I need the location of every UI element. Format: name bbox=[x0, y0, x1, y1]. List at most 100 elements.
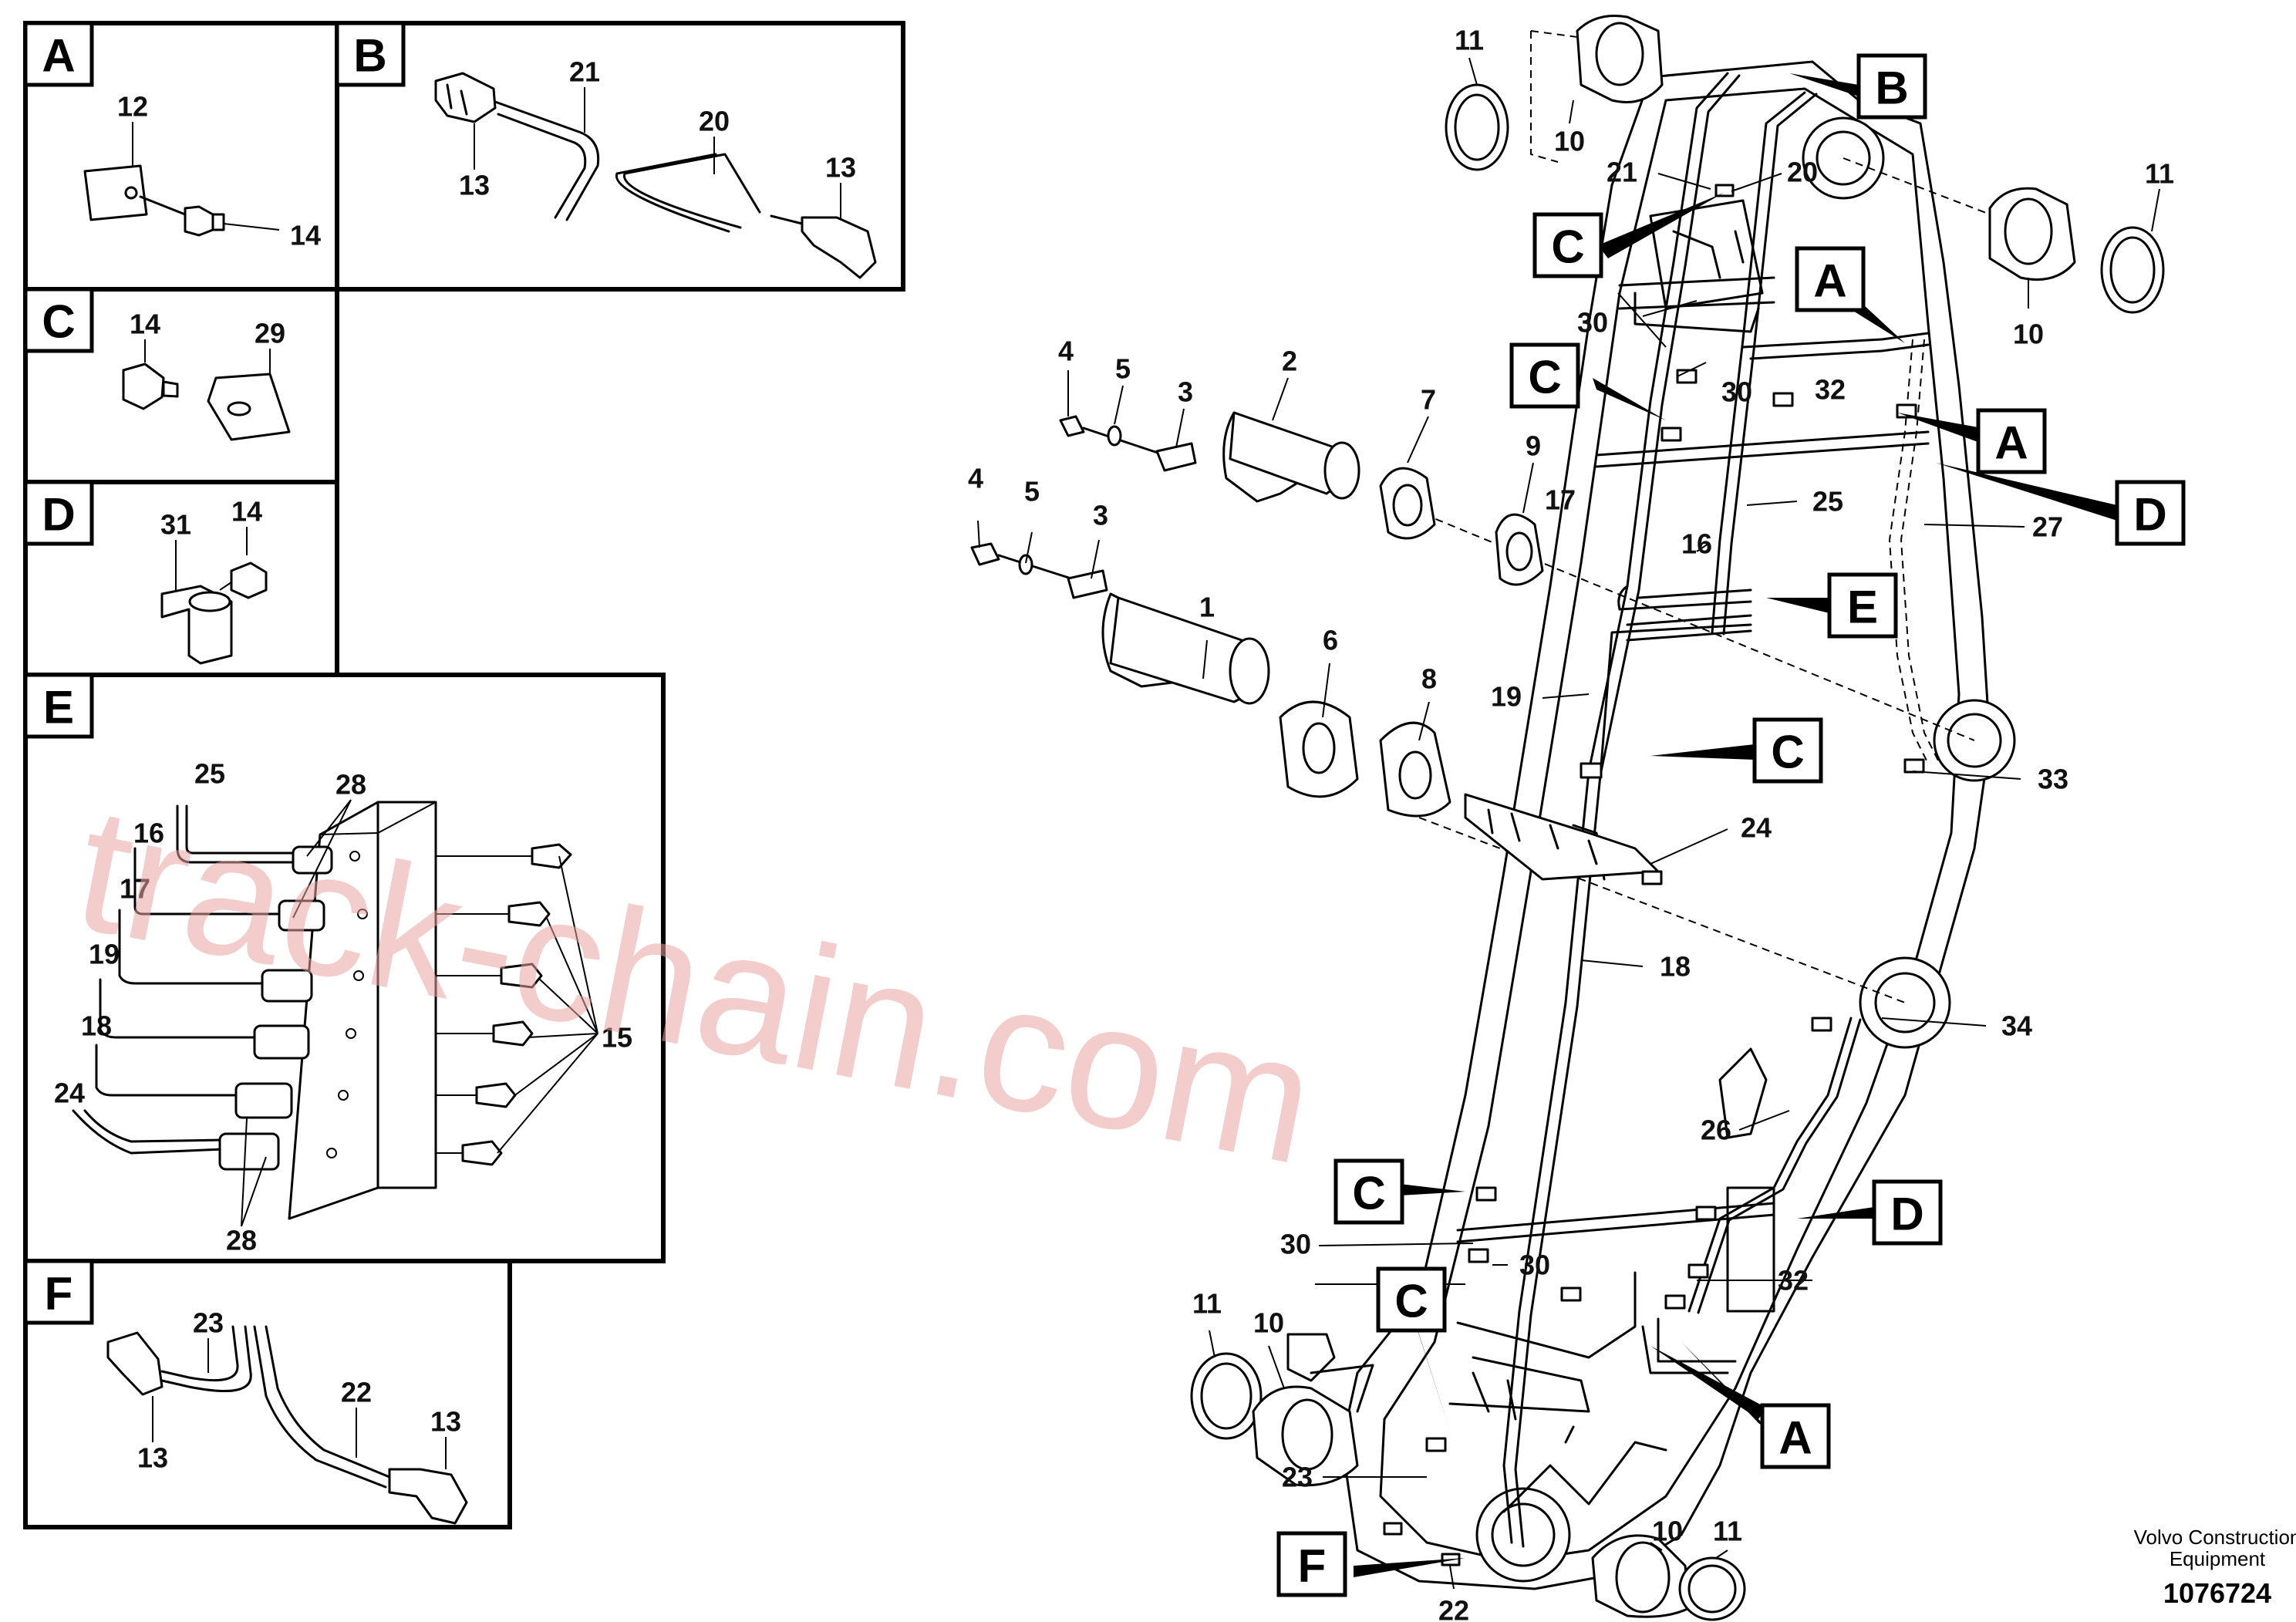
detail-d: D 31 14 bbox=[23, 480, 268, 665]
detail-b: B 21 20 13 13 bbox=[335, 21, 877, 279]
part-label: 27 bbox=[2032, 511, 2063, 543]
part-label: 16 bbox=[133, 818, 164, 849]
fitting-part bbox=[434, 72, 497, 123]
part-label: 10 bbox=[1554, 126, 1585, 157]
part-label: 30 bbox=[1577, 307, 1608, 339]
part-label: 2 bbox=[1282, 346, 1297, 377]
part-label: 30 bbox=[1721, 376, 1752, 408]
callout-tag: D bbox=[1890, 1189, 1923, 1240]
part-label: 14 bbox=[290, 220, 321, 251]
part-label: 29 bbox=[255, 318, 285, 349]
part-label: 10 bbox=[2013, 319, 2044, 350]
part-label: 21 bbox=[1607, 157, 1637, 188]
part-label: 13 bbox=[825, 152, 856, 184]
callout-tag: A bbox=[1994, 417, 2028, 469]
fitting-part bbox=[801, 216, 877, 279]
part-label: 7 bbox=[1421, 384, 1436, 416]
detail-f-tag: F bbox=[45, 1268, 73, 1320]
part-label: 16 bbox=[1681, 528, 1712, 560]
part-label: 34 bbox=[2001, 1010, 2032, 1042]
drawing-number: 1076724 bbox=[2163, 1577, 2271, 1609]
callout-tag: D bbox=[2133, 489, 2166, 541]
washer-8 bbox=[1379, 721, 1451, 818]
part-label: 12 bbox=[117, 91, 148, 123]
part-label: 8 bbox=[1421, 663, 1437, 695]
detail-e-tag: E bbox=[43, 682, 74, 733]
main-callouts: B C A A C D E C C D C A F bbox=[1276, 53, 2186, 1597]
part-label: 32 bbox=[1815, 374, 1846, 406]
part-label: 13 bbox=[459, 170, 490, 201]
detail-a-tag: A bbox=[42, 30, 75, 82]
callout-tag: E bbox=[1847, 582, 1878, 633]
pins-and-washers bbox=[970, 411, 1660, 881]
part-label: 30 bbox=[1280, 1229, 1311, 1260]
part-label: 5 bbox=[1024, 476, 1040, 508]
callout-pointers bbox=[1354, 73, 2117, 1577]
fitting-column bbox=[218, 845, 333, 1171]
part-label: 24 bbox=[1741, 812, 1772, 844]
part-label: 4 bbox=[1058, 336, 1074, 367]
part-label: 24 bbox=[54, 1077, 85, 1109]
plate-part bbox=[83, 164, 148, 221]
callout-tag: C bbox=[1352, 1168, 1385, 1219]
part-label: 6 bbox=[1323, 625, 1338, 656]
assembly-lines bbox=[1411, 30, 2075, 1003]
part-label: 19 bbox=[89, 939, 120, 970]
part-label: 31 bbox=[160, 509, 191, 541]
part-label: 3 bbox=[1093, 500, 1108, 531]
fitting-part bbox=[388, 1468, 468, 1525]
callout-tag: C bbox=[1551, 221, 1584, 273]
part-label: 17 bbox=[1545, 484, 1576, 516]
washer-7 bbox=[1379, 467, 1436, 540]
main-leaders bbox=[977, 57, 2160, 1590]
part-label: 28 bbox=[226, 1225, 257, 1256]
part-label: 13 bbox=[137, 1442, 168, 1474]
part-label: 21 bbox=[569, 56, 600, 88]
part-label: 19 bbox=[1491, 681, 1522, 713]
part-label: 13 bbox=[430, 1406, 461, 1438]
hydraulic-lines bbox=[1502, 72, 1940, 1548]
bolt-part bbox=[184, 205, 214, 237]
washer-9 bbox=[1495, 513, 1544, 586]
part-label: 23 bbox=[1282, 1462, 1313, 1493]
part-label: 14 bbox=[130, 309, 160, 340]
part-label: 30 bbox=[1519, 1249, 1550, 1281]
bushing-10 bbox=[1591, 1534, 1691, 1618]
bushing-10 bbox=[1988, 187, 2076, 281]
part-label: 14 bbox=[231, 496, 262, 528]
callout-tag: C bbox=[1394, 1276, 1428, 1327]
bushing-10 bbox=[1252, 1385, 1359, 1487]
part-label: 11 bbox=[1713, 1516, 1742, 1547]
washer-6 bbox=[1279, 700, 1359, 798]
detail-d-tag: D bbox=[42, 489, 75, 541]
part-label: 25 bbox=[194, 758, 225, 790]
boom-arm bbox=[1286, 60, 2016, 1590]
part-label: 18 bbox=[1660, 951, 1691, 983]
part-label: 11 bbox=[2145, 158, 2174, 190]
part-label: 15 bbox=[602, 1022, 632, 1054]
part-label: 33 bbox=[2038, 764, 2068, 795]
brand-line1: Volvo Construction bbox=[2134, 1526, 2296, 1549]
callout-tag: A bbox=[1813, 255, 1846, 307]
part-label: 10 bbox=[1253, 1307, 1284, 1339]
part-label: 20 bbox=[699, 106, 730, 137]
brand-line2: Equipment bbox=[2170, 1547, 2266, 1570]
bolt-part bbox=[122, 363, 165, 410]
part-label: 20 bbox=[1787, 157, 1818, 188]
callout-tag: A bbox=[1778, 1412, 1812, 1464]
bolt-part bbox=[230, 561, 268, 599]
part-label: 22 bbox=[341, 1377, 372, 1408]
detail-frames bbox=[23, 21, 905, 1529]
part-label: 10 bbox=[1652, 1516, 1683, 1547]
part-label: 5 bbox=[1115, 353, 1131, 385]
part-label: 3 bbox=[1178, 376, 1193, 408]
part-label: 1 bbox=[1199, 592, 1215, 623]
upper-bracket bbox=[1649, 199, 1764, 310]
fitting-part bbox=[106, 1331, 164, 1396]
callout-tag: C bbox=[1771, 727, 1804, 778]
detail-a: A 12 14 bbox=[23, 21, 321, 251]
callout-tag: F bbox=[1298, 1540, 1327, 1592]
part-label: 23 bbox=[193, 1307, 224, 1339]
pipe-clamps bbox=[1383, 184, 1925, 1566]
part-label: 32 bbox=[1778, 1265, 1809, 1297]
